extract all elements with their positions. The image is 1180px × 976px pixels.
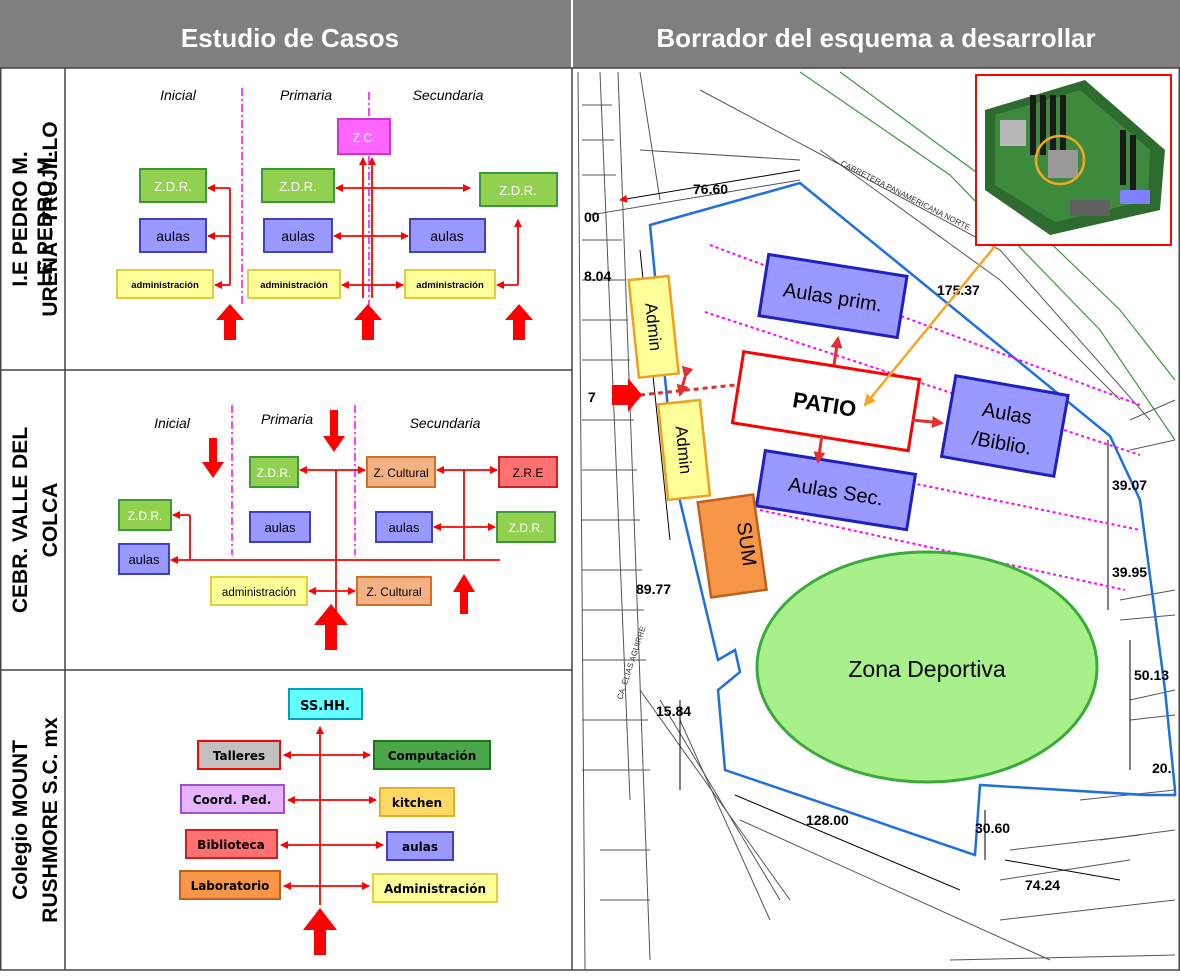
dim-right3: 50.13: [1134, 667, 1169, 683]
case2-aulas-primaria: aulas: [264, 520, 296, 535]
case2-zdr-secundaria: Z.D.R.: [509, 521, 544, 535]
case3-administracion: Administración: [384, 882, 486, 896]
case1-col-primaria: Primaria: [280, 87, 332, 103]
case1-zdr-primaria: [261, 168, 335, 203]
dim-right2: 39.95: [1112, 564, 1147, 580]
case3-laboratorio: Laboratorio: [191, 879, 270, 893]
case2-zre: Z.R.E: [513, 466, 544, 480]
entrance-arrow: [612, 378, 642, 412]
dim-mid: 89.77: [636, 581, 671, 597]
case2-col-secundaria: Secundaria: [410, 415, 481, 431]
case1-admin-secundaria: [404, 269, 496, 299]
case2-zcultural-bottom: Z. Cultural: [366, 585, 421, 599]
dim-bottom2: 30.60: [975, 820, 1010, 836]
case1-aulas-secundaria-label: aulas: [430, 228, 463, 244]
case3-coord: Coord. Ped.: [193, 793, 272, 807]
case1-label-a: I.E PEDRO M.: [9, 151, 32, 286]
case1-aulas-inicial: [139, 218, 207, 253]
dim-15: 15.84: [656, 703, 691, 719]
case2-zdr-primaria: Z.D.R.: [257, 466, 292, 480]
case1-zdr-secundaria: [479, 172, 558, 207]
case1-admin-inicial-label: administración: [131, 280, 199, 291]
admin1-label: Admin: [641, 302, 665, 352]
case2-aulas-secundaria: aulas: [388, 520, 420, 535]
dim-left1: 8.04: [584, 268, 611, 284]
inset-photo: [975, 74, 1172, 246]
case1-zc-box: [337, 118, 391, 155]
admin2-label: Admin: [672, 425, 696, 475]
dim-left0: 00: [584, 209, 600, 225]
admin2-box: [656, 398, 712, 502]
case1-diagram: Inicial Primaria Secundaria Z.C. Z.D.R. …: [116, 87, 558, 340]
case3-label-b: RUSHMORE S.C. mx: [39, 717, 62, 923]
case1-zdr-inicial: [139, 168, 207, 203]
case3-biblioteca: Biblioteca: [197, 838, 264, 852]
lot-boundary: [648, 181, 1177, 857]
site-plan: CARRETERA PANAMERICANA NORTE CA. ELIAS A…: [577, 71, 1177, 971]
case2-label-a: CEBR. VALLE DEL: [9, 427, 32, 613]
case2-col-inicial: Inicial: [154, 415, 191, 431]
zona-deportiva: [755, 550, 1099, 784]
case2-admin: administración: [222, 587, 296, 599]
case1-aulas-primaria-label: aulas: [281, 228, 314, 244]
case1-zdr-primaria-label: Z.D.R.: [279, 179, 317, 194]
dim-left2: 7: [588, 389, 596, 405]
case1-admin-primaria-label: administración: [260, 280, 328, 291]
case1-label-b: UREÑA - TRUJILLO: [39, 121, 62, 316]
case1-zdr-inicial-label: Z.D.R.: [154, 179, 192, 194]
case1-col-secundaria: Secundaria: [413, 87, 484, 103]
case3-aulas: aulas: [402, 840, 438, 854]
case1-aulas-secundaria: [409, 218, 486, 253]
road-label: CARRETERA PANAMERICANA NORTE: [839, 159, 972, 232]
case1-zdr-secundaria-label: Z.D.R.: [499, 183, 537, 198]
case1-label-line1: I.E PEDRO M.: [34, 151, 57, 286]
street-label: CA. ELIAS AGUIRRE: [615, 625, 647, 701]
case2-diagram: Inicial Primaria Secundaria Z.D.R. Z. Cu…: [118, 405, 558, 650]
case3-sshh: SS.HH.: [300, 699, 350, 714]
case1-aulas-primaria: [263, 218, 333, 253]
case3-kitchen: kitchen: [392, 796, 442, 810]
header-left-title: Estudio de Casos: [181, 23, 399, 53]
case2-col-primaria: Primaria: [261, 411, 313, 427]
case1-admin-primaria: [247, 269, 341, 299]
case1-zc-label: Z.C.: [353, 131, 376, 145]
case2-zdr-inicial: Z.D.R.: [128, 509, 163, 523]
case2-label-b: COLCA: [39, 483, 62, 558]
case3-computacion: Computación: [388, 749, 477, 763]
case1-admin-secundaria-label: administración: [416, 280, 484, 291]
aulas-sec-box: [754, 448, 918, 532]
case1-aulas-inicial-label: aulas: [156, 228, 189, 244]
header-right-title: Borrador del esquema a desarrollar: [656, 23, 1095, 53]
dim-right4: 20.: [1152, 760, 1171, 776]
zona-deportiva-label: Zona Deportiva: [848, 656, 1005, 682]
case3-talleres: Talleres: [213, 749, 265, 763]
case1-col-inicial: Inicial: [160, 87, 197, 103]
dim-top: 76.60: [693, 181, 728, 197]
sum-box: [696, 493, 768, 599]
header-bar: [0, 0, 1180, 68]
case1-admin-inicial: [116, 269, 214, 299]
case3-label-a: Colegio MOUNT: [9, 740, 32, 900]
admin1-box: [627, 274, 681, 380]
case2-aulas-inicial: aulas: [128, 552, 160, 567]
dim-bottom3: 74.24: [1025, 877, 1060, 893]
table-grid: [0, 67, 1180, 971]
dim-right1: 39.07: [1112, 477, 1147, 493]
case3-diagram: SS.HH. Talleres Computación Coord. Ped. …: [179, 688, 498, 955]
aulas-biblio-box: [939, 373, 1070, 478]
row-label-case1: I.E PEDRO M. UREÑA - TRUJILLO: [34, 151, 57, 286]
case2-zcultural-top: Z. Cultural: [373, 466, 428, 480]
dim-bottom: 128.00: [806, 812, 849, 828]
